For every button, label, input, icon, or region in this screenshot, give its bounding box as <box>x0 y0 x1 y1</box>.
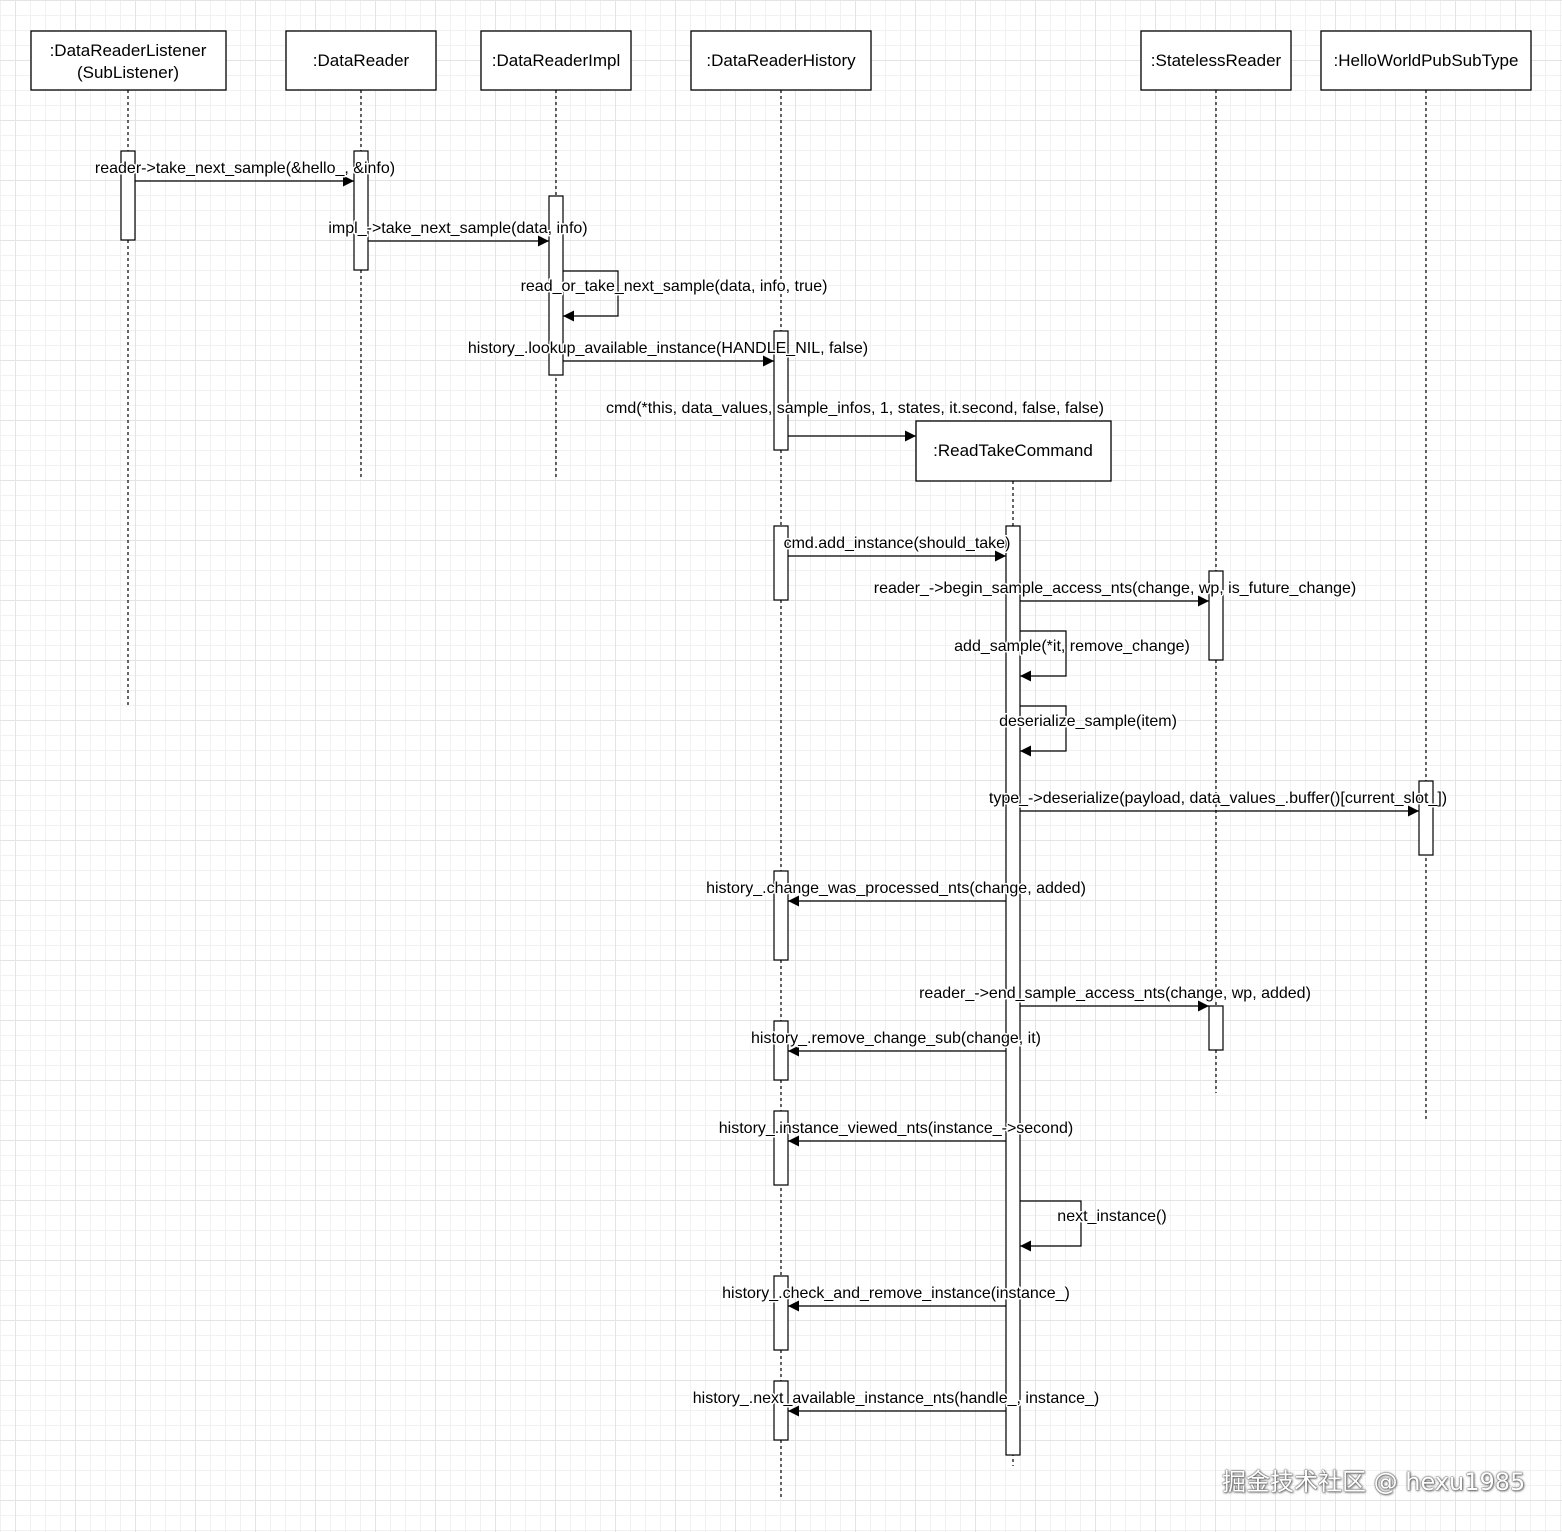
message-m14[interactable]: history_.instance_viewed_nts(instance_->… <box>717 1119 1075 1147</box>
message-label: add_sample(*it, remove_change) <box>954 638 1190 655</box>
participant-sublabel: (SubListener) <box>77 63 179 82</box>
activation-stateless <box>1208 1005 1224 1051</box>
participant-pubsub[interactable]: :HelloWorldPubSubType <box>1320 30 1532 91</box>
message-label: history_.check_and_remove_instance(insta… <box>722 1285 1070 1302</box>
message-label: history_.remove_change_sub(change, it) <box>751 1030 1041 1047</box>
activation-listener <box>120 150 136 241</box>
message-label: history_.next_available_instance_nts(han… <box>693 1390 1099 1407</box>
message-m1[interactable]: reader->take_next_sample(&hello_, &info) <box>93 159 397 187</box>
message-label: impl_->take_next_sample(data, info) <box>328 220 587 237</box>
participant-stateless[interactable]: :StatelessReader <box>1140 30 1292 91</box>
message-label: type_->deserialize(payload, data_values_… <box>989 790 1447 807</box>
message-m9[interactable]: deserialize_sample(item) <box>998 705 1178 757</box>
message-m15[interactable]: next_instance() <box>1020 1200 1168 1252</box>
message-m4[interactable]: history_.lookup_available_instance(HANDL… <box>466 339 870 367</box>
activation-reader <box>353 150 369 271</box>
activation-pubsub <box>1418 780 1434 856</box>
message-m11[interactable]: history_.change_was_processed_nts(change… <box>705 879 1087 907</box>
activation-cmd <box>1005 525 1021 1456</box>
message-m6[interactable]: cmd.add_instance(should_take) <box>782 534 1012 562</box>
message-label: deserialize_sample(item) <box>999 713 1177 730</box>
activation-impl <box>548 195 564 376</box>
message-m7[interactable]: reader_->begin_sample_access_nts(change,… <box>872 579 1358 607</box>
message-label: reader_->end_sample_access_nts(change, w… <box>919 985 1311 1002</box>
participant-label: :ReadTakeCommand <box>933 441 1093 460</box>
participant-history[interactable]: :DataReaderHistory <box>690 30 872 91</box>
participant-impl[interactable]: :DataReaderImpl <box>480 30 632 91</box>
message-label: read_or_take_next_sample(data, info, tru… <box>521 278 828 295</box>
message-m17[interactable]: history_.next_available_instance_nts(han… <box>691 1389 1101 1417</box>
message-label: reader_->begin_sample_access_nts(change,… <box>874 580 1357 597</box>
message-label: cmd.add_instance(should_take) <box>784 535 1011 552</box>
participant-label: :DataReader <box>313 51 410 70</box>
message-m16[interactable]: history_.check_and_remove_instance(insta… <box>721 1284 1071 1312</box>
message-label: reader->take_next_sample(&hello_, &info) <box>95 160 395 177</box>
activation-history <box>773 1275 789 1351</box>
message-m8[interactable]: add_sample(*it, remove_change) <box>953 630 1191 682</box>
activation-history <box>773 525 789 601</box>
activation-history <box>773 870 789 961</box>
participant-reader[interactable]: :DataReader <box>285 30 437 91</box>
message-label: history_.lookup_available_instance(HANDL… <box>468 340 868 357</box>
participant-label: :DataReaderListener <box>50 41 207 60</box>
message-label: history_.instance_viewed_nts(instance_->… <box>719 1120 1073 1137</box>
participant-listener[interactable]: :DataReaderListener (SubListener) <box>30 30 227 91</box>
participant-cmd[interactable]: :ReadTakeCommand <box>915 420 1112 482</box>
participant-label: :DataReaderHistory <box>706 51 856 70</box>
message-m13[interactable]: history_.remove_change_sub(change, it) <box>750 1029 1042 1057</box>
participant-label: :StatelessReader <box>1151 51 1282 70</box>
message-m12[interactable]: reader_->end_sample_access_nts(change, w… <box>918 984 1312 1012</box>
participant-label: :DataReaderImpl <box>492 51 621 70</box>
message-label: cmd(*this, data_values, sample_infos, 1,… <box>606 400 1104 417</box>
message-m3[interactable]: read_or_take_next_sample(data, info, tru… <box>519 270 829 322</box>
message-m10[interactable]: type_->deserialize(payload, data_values_… <box>987 789 1449 817</box>
message-m2[interactable]: impl_->take_next_sample(data, info) <box>327 219 589 247</box>
message-label: next_instance() <box>1057 1208 1166 1225</box>
participant-label: :HelloWorldPubSubType <box>1334 51 1519 70</box>
watermark: 掘金技术社区 @ hexu1985 <box>1222 1468 1526 1496</box>
activation-history <box>773 1110 789 1186</box>
activation-stateless <box>1208 570 1224 661</box>
message-m5[interactable]: cmd(*this, data_values, sample_infos, 1,… <box>604 399 1106 442</box>
message-label: history_.change_was_processed_nts(change… <box>706 880 1086 897</box>
activation-history <box>773 330 789 451</box>
